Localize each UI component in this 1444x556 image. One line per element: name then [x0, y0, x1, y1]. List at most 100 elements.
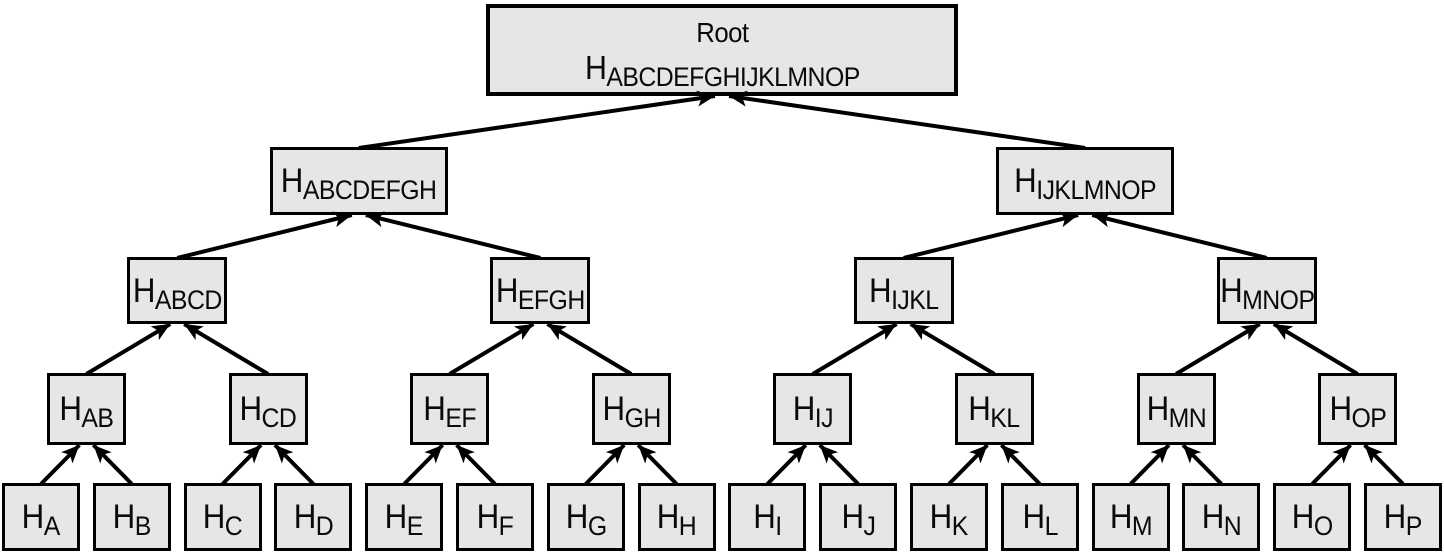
- hash-subscript: J: [863, 511, 876, 541]
- hash-subscript: KL: [990, 403, 1021, 433]
- tree-edge: [903, 211, 1079, 260]
- tree-edge: [546, 322, 633, 376]
- hash-prefix: H: [112, 498, 136, 536]
- tree-edge: [1310, 443, 1353, 486]
- tree-edge: [273, 443, 315, 486]
- tree-edge: [1272, 322, 1359, 376]
- hash-subscript: ABCD: [154, 284, 222, 315]
- hash-subscript: OP: [1351, 403, 1387, 433]
- tree-edge: [947, 443, 989, 486]
- hash-subscript: E: [407, 511, 424, 541]
- tree-edge: [636, 443, 679, 486]
- hash-subscript: F: [498, 511, 514, 541]
- hash-prefix: H: [293, 498, 317, 536]
- hash-prefix: H: [565, 498, 588, 536]
- tree-edge: [765, 443, 808, 486]
- tree-edge: [818, 443, 860, 486]
- tree-edge: [455, 443, 497, 486]
- hash-prefix: H: [1022, 498, 1045, 536]
- hash-prefix: H: [968, 390, 992, 428]
- tree-edge: [365, 211, 541, 260]
- tree-edge: [1129, 443, 1171, 486]
- tree-edge: [999, 443, 1042, 486]
- hash-prefix: H: [1109, 498, 1132, 536]
- hash-prefix: H: [202, 498, 226, 536]
- hash-subscript: IJKL: [890, 284, 939, 315]
- hash-prefix: H: [1014, 162, 1037, 200]
- hash-prefix: H: [1146, 390, 1169, 428]
- hash-prefix: H: [602, 390, 625, 428]
- hash-prefix: H: [656, 498, 680, 536]
- hash-prefix: H: [132, 271, 156, 310]
- hash-subscript: EF: [445, 403, 476, 433]
- hash-subscript: ABCDEFGHIJKLMNOP: [605, 62, 860, 93]
- tree-edge: [39, 443, 81, 486]
- hash-subscript: M: [1131, 511, 1153, 541]
- hash-subscript: I: [775, 511, 782, 541]
- hash-subscript: D: [315, 511, 334, 541]
- hash-subscript: K: [952, 511, 969, 541]
- hash-prefix: H: [21, 498, 45, 536]
- root-title: Root: [695, 16, 749, 48]
- hash-subscript: AB: [81, 403, 114, 433]
- hash-subscript: L: [1044, 511, 1058, 541]
- hash-prefix: H: [1219, 271, 1243, 310]
- hash-subscript: B: [134, 511, 152, 541]
- hash-subscript: GH: [624, 403, 661, 433]
- hash-prefix: H: [584, 49, 607, 87]
- hash-subscript: O: [1313, 511, 1333, 541]
- hash-subscript: IJ: [814, 403, 834, 433]
- hash-subscript: MN: [1168, 403, 1206, 433]
- hash-prefix: H: [841, 498, 864, 536]
- tree-edge: [1363, 443, 1405, 486]
- tree-edge: [584, 443, 626, 486]
- hash-prefix: H: [1329, 390, 1352, 428]
- hash-prefix: H: [476, 498, 500, 536]
- hash-subscript: CD: [261, 403, 297, 433]
- tree-edge: [221, 443, 263, 486]
- tree-edge: [909, 322, 996, 376]
- hash-prefix: H: [423, 390, 446, 428]
- hash-subscript: N: [1223, 511, 1242, 541]
- tree-edge: [91, 443, 134, 486]
